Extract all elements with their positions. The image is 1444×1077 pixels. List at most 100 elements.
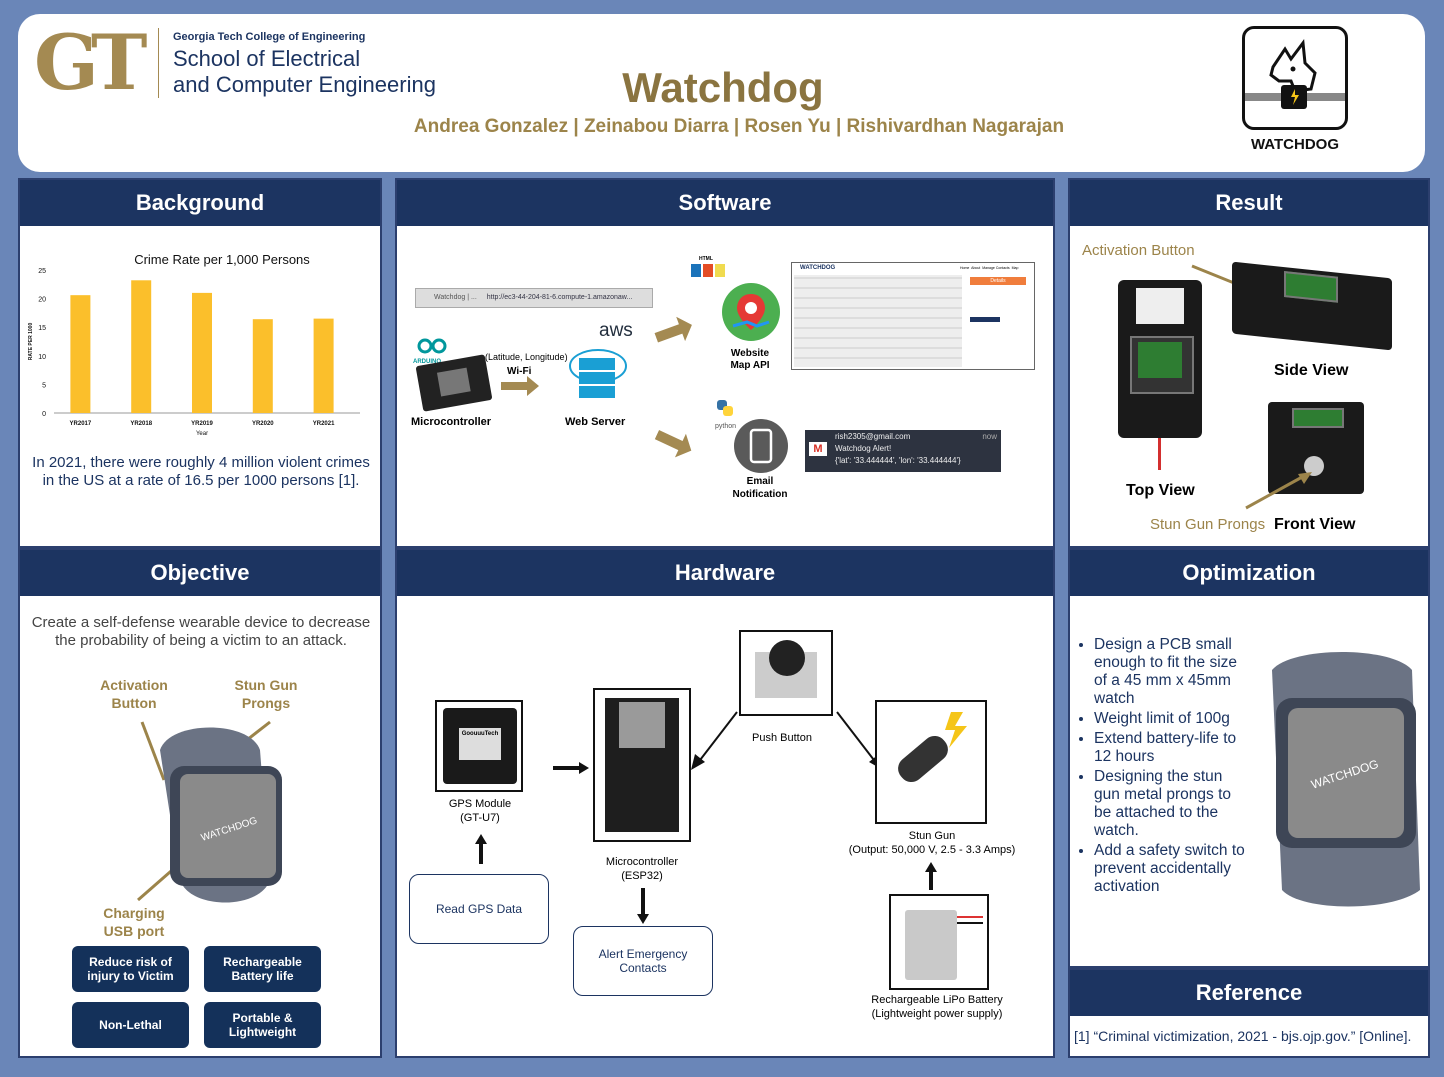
browser-tab: Watchdog | ...: [434, 294, 477, 301]
dog-icon: [1245, 39, 1345, 109]
email-from: rish2305@gmail.com: [835, 432, 911, 441]
logo-divider: [158, 28, 159, 98]
gps-chip-label: GoouuuTech: [459, 728, 501, 760]
watch-illustration: WATCHDOG: [137, 720, 282, 903]
gps-module-image: GoouuuTech: [435, 700, 523, 792]
device-wire: [1158, 438, 1161, 470]
college-name: Georgia Tech College of Engineering: [173, 31, 366, 43]
arrow-up-icon: [475, 834, 487, 864]
js-icon: [691, 264, 701, 277]
sw-microcontroller-label: Microcontroller: [411, 416, 492, 428]
browser-bar: Watchdog | ... http://ec3-44-204-81-6.co…: [415, 288, 653, 308]
arduino-icon: [417, 338, 447, 354]
side-view-label: Side View: [1274, 362, 1349, 379]
objective-panel: Objective Create a self-defense wearable…: [18, 548, 382, 1058]
gmail-icon: M: [809, 442, 827, 456]
opt-item-4: Designing the stun gun metal prongs to b…: [1094, 768, 1252, 840]
battery-label-2: (Lightweight power supply): [871, 1008, 1003, 1020]
authors: Andrea Gonzalez | Zeinabou Diarra | Rose…: [413, 116, 1065, 137]
chart-bar: [252, 319, 273, 413]
arrow-down-icon: [637, 888, 649, 924]
latlon-label: (Latitude, Longitude): [485, 352, 568, 362]
reference-text: [1] “Criminal victimization, 2021 - bjs.…: [1074, 1028, 1412, 1044]
device-top-view-image: [1118, 280, 1202, 438]
chart-ytick-label: 20: [38, 297, 46, 304]
email-label-2: Notification: [732, 489, 788, 500]
stun-gun-image: [875, 700, 987, 824]
opt-item-5: Add a safety switch to prevent accidenta…: [1094, 842, 1252, 896]
email-notification: M rish2305@gmail.com now Watchdog Alert!…: [805, 430, 1001, 472]
hardware-title: Hardware: [397, 550, 1053, 596]
gt-logo: GT: [34, 18, 154, 107]
reference-title: Reference: [1070, 970, 1428, 1016]
python-label: python: [715, 423, 737, 430]
chart-ytick-label: 25: [38, 268, 46, 275]
top-view-label: Top View: [1126, 482, 1195, 499]
chart-xtick-label: YR2017: [70, 421, 92, 427]
gps-label-1: GPS Module: [448, 798, 512, 810]
hardware-panel: Hardware GoouuuTech GPS Module (GT-U7) R…: [395, 548, 1055, 1058]
push-button-image: [739, 630, 833, 716]
map-nav: Home About Manage Contacts Map: [960, 266, 1018, 270]
arduino-label: ARDUINO: [413, 359, 441, 365]
opt-item-2: Weight limit of 100g: [1094, 710, 1252, 728]
aws-logo: aws: [599, 320, 633, 341]
esp32-image: [593, 688, 691, 842]
chart-bar: [192, 292, 212, 413]
pill-portable: Portable & Lightweight: [204, 1002, 321, 1048]
pill-rechargeable: Rechargeable Battery life: [204, 946, 321, 992]
poster-title: Watchdog: [622, 64, 824, 111]
web-server-label: Web Server: [565, 416, 626, 428]
device-side-view-image: [1232, 261, 1392, 351]
device-front-view-image: [1268, 402, 1364, 494]
mcu-label-1: Microcontroller: [605, 856, 679, 868]
html5-css-js-icons: HTML: [691, 256, 727, 278]
opt-item-3: Extend battery-life to 12 hours: [1094, 730, 1252, 766]
html5-icon: [703, 264, 713, 277]
chart-title: Crime Rate per 1,000 Persons: [134, 252, 310, 267]
optimization-list-wrapper: Design a PCB small enough to fit the siz…: [1076, 636, 1252, 898]
gt-logo-letters: GT: [34, 18, 148, 107]
background-text: In 2021, there were roughly 4 million vi…: [32, 454, 370, 489]
email-subject: Watchdog Alert!: [835, 444, 892, 453]
pointer-arrow-icon: [1245, 472, 1312, 510]
arrow-up-icon: [925, 862, 937, 890]
opt-item-1: Design a PCB small enough to fit the siz…: [1094, 636, 1252, 708]
map-nav-map[interactable]: Map: [1011, 266, 1019, 270]
reference-panel: Reference [1] “Criminal victimization, 2…: [1068, 968, 1430, 1058]
website-label-2: Map API: [730, 360, 770, 371]
arrow-down-left-icon: [691, 711, 738, 770]
chart-xtick-label: YR2019: [191, 421, 213, 427]
chart-ytick-label: 5: [42, 382, 46, 389]
map-details-button[interactable]: Details: [970, 277, 1026, 285]
map-nav-home[interactable]: Home: [960, 266, 970, 270]
mcu-label-2: (ESP32): [621, 870, 663, 882]
map-forward-button[interactable]: [970, 317, 1000, 322]
arrow-right-icon: [553, 762, 589, 774]
software-title: Software: [397, 180, 1053, 226]
chart-ytick-label: 15: [38, 325, 46, 332]
arrow-icon: [654, 430, 692, 458]
map-nav-contacts[interactable]: Manage Contacts: [982, 266, 1010, 270]
map-nav-about[interactable]: About: [971, 266, 981, 270]
python-icon: [717, 400, 733, 416]
phone-icon: [734, 419, 788, 473]
header-banner: GT Georgia Tech College of Engineering S…: [18, 14, 1425, 172]
chart-bar: [70, 295, 91, 413]
stun-label-2: (Output: 50,000 V, 2.5 - 3.3 Amps): [848, 844, 1016, 856]
chart-xlabel: Year: [196, 431, 208, 437]
css3-icon: [715, 264, 725, 277]
label-activation-button: Activation Button: [100, 677, 168, 711]
email-label-1: Email: [746, 476, 774, 487]
gps-label-2: (GT-U7): [460, 812, 500, 824]
arduino-logo: ARDUINO: [413, 338, 453, 366]
pill-reduce-risk: Reduce risk of injury to Victim: [72, 946, 189, 992]
watchdog-logo: [1242, 26, 1348, 130]
objective-text: Create a self-defense wearable device to…: [31, 614, 371, 649]
front-view-label: Front View: [1274, 516, 1356, 533]
alert-line-1: Alert Emergency: [598, 947, 688, 961]
chart-bar: [131, 280, 152, 413]
optimization-title: Optimization: [1070, 550, 1428, 596]
optimization-panel: Optimization Design a PCB small enough t…: [1068, 548, 1430, 968]
